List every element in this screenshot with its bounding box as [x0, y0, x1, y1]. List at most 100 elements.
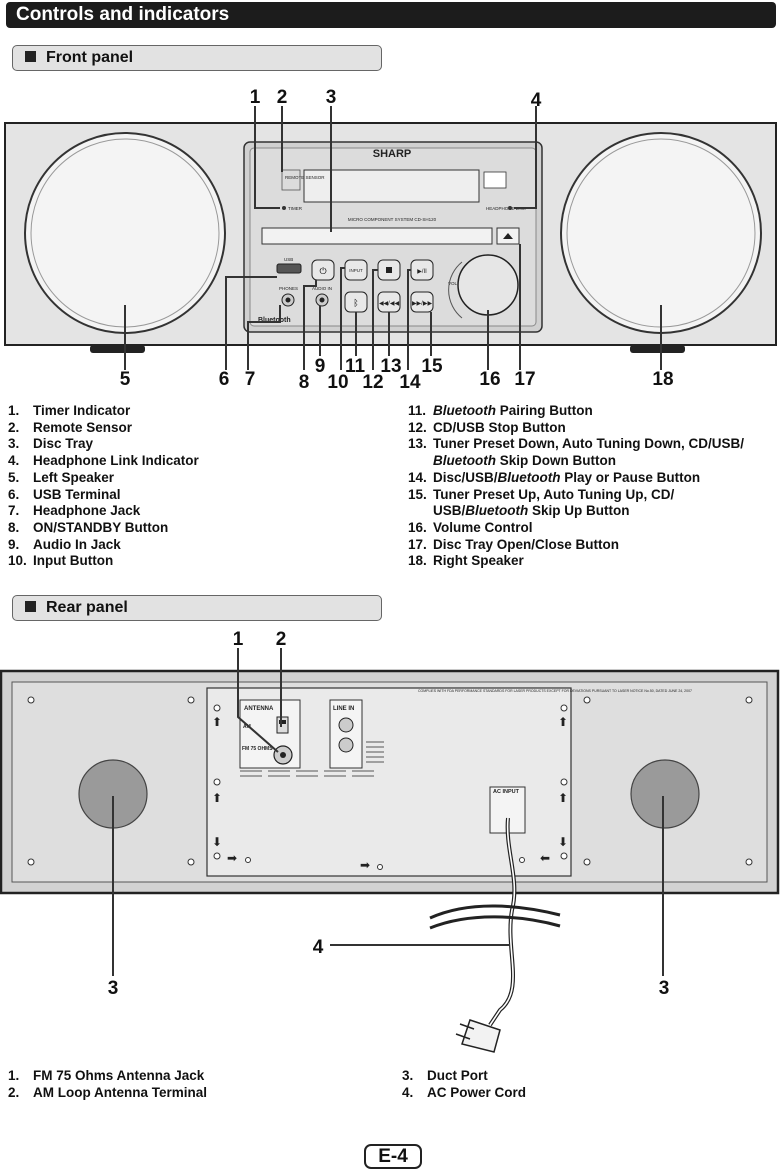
list-item-number: 17. [408, 536, 427, 552]
headphone-link-indicator [508, 206, 512, 210]
front-panel-heading-label: Front panel [46, 49, 134, 66]
list-item: 14.Disc/USB/Bluetooth Play or Pause Butt… [408, 470, 744, 487]
list-item: 1. FM 75 Ohms Antenna Jack [8, 1068, 207, 1085]
list-item: 16.Volume Control [408, 520, 744, 537]
list-item-text: Headphone Link Indicator [33, 453, 199, 469]
list-item: 4.Headphone Link Indicator [8, 453, 199, 470]
callout-16: 16 [479, 369, 500, 390]
list-item-text: Left Speaker [33, 469, 115, 485]
timer-label: TIMER [288, 206, 303, 211]
remote-sensor-label: REMOTE SENSOR [285, 175, 325, 180]
input-button [344, 259, 368, 281]
input-button-label: INPUT [349, 268, 363, 273]
am-terminal [276, 716, 289, 734]
antenna-label: ANTENNA [244, 706, 274, 712]
display-window [303, 169, 480, 203]
brand-logo: SHARP [373, 148, 412, 160]
ac-plug-icon [455, 1019, 501, 1053]
callout-4: 4 [531, 90, 542, 111]
svg-text:⬆: ⬆ [212, 791, 222, 805]
callout-5: 5 [120, 369, 131, 390]
list-item-number: 14. [408, 469, 427, 485]
front-panel-diagram: SHARP REMOTE SENSOR TIMER MICRO COMPONEN… [4, 87, 777, 393]
list-item-number: 12. [408, 419, 427, 435]
audio-in-label: AUDIO IN [312, 286, 332, 291]
list-item-text: AC Power Cord [427, 1084, 527, 1100]
list-item: 18. Right Speaker [408, 553, 744, 570]
list-item-text: USB/Bluetooth Skip Up Button [433, 503, 630, 519]
list-item-text: Right Speaker [433, 553, 524, 569]
bluetooth-icon: ᛒ [353, 298, 358, 308]
svg-text:⬇: ⬇ [212, 835, 222, 849]
bluetooth-logo: Bluetooth [258, 317, 291, 324]
stop-icon [386, 267, 392, 273]
list-item-number: 1. [8, 403, 20, 418]
list-item-number: 7. [8, 503, 20, 519]
list-item-text: Bluetooth Skip Down Button [433, 453, 616, 469]
svg-text:⬆: ⬆ [558, 715, 568, 729]
page-number: E-4 [364, 1144, 422, 1169]
list-item-number: 6. [8, 486, 20, 502]
list-item-number: 8. [8, 519, 20, 535]
usb-terminal [276, 263, 302, 274]
callout-7: 7 [245, 369, 256, 390]
vol-label: VOL [448, 281, 458, 286]
list-item-number: 4. [402, 1084, 414, 1100]
screws [27, 696, 753, 870]
right-duct-port [630, 759, 700, 829]
callout-9: 9 [315, 356, 326, 377]
callout-17: 17 [514, 369, 535, 390]
svg-text:⬆: ⬆ [558, 791, 568, 805]
callout-6: 6 [219, 369, 230, 390]
list-item: 13. Tuner Preset Down, Auto Tuning Down, … [408, 436, 744, 453]
list-item-number: 11. [408, 403, 427, 418]
list-item-text: Remote Sensor [33, 419, 133, 435]
list-item: 4. AC Power Cord [402, 1085, 526, 1102]
list-item-text: USB Terminal [33, 486, 121, 502]
list-item-number: 1. [8, 1068, 20, 1083]
list-item: USB/Bluetooth Skip Up Button [408, 503, 744, 520]
list-item: 7.Headphone Jack [8, 503, 199, 520]
list-item: Bluetooth Skip Down Button [408, 453, 744, 470]
list-item-text: ON/STANDBY Button [33, 519, 169, 535]
square-bullet-icon [25, 601, 36, 612]
list-item: 12. CD/USB Stop Button [408, 420, 744, 437]
rear-callout-3-left: 3 [108, 978, 119, 999]
list-item: 10.Input Button [8, 553, 199, 570]
rear-panel-heading: Rear panel [12, 595, 382, 621]
list-item-text: CD/USB Stop Button [433, 419, 566, 435]
skip-down-icon: ◀◀/◀◀ [379, 301, 400, 307]
line-in-l-jack [338, 717, 354, 733]
list-item-number: 10. [8, 553, 27, 569]
list-item-number: 3. [402, 1068, 414, 1083]
callout-3: 3 [326, 87, 337, 108]
disc-tray [261, 227, 493, 245]
front-leader-lines [124, 106, 662, 370]
usb-label: USB [284, 257, 293, 262]
ac-input-label: AC INPUT [493, 789, 520, 795]
timer-indicator [282, 206, 286, 210]
compliance-label: COMPLIES WITH FDA PERFORMANCE STANDARDS … [418, 689, 692, 693]
callout-15: 15 [421, 356, 443, 377]
disc-logo-icon [483, 171, 507, 189]
svg-text:➡: ➡ [227, 851, 237, 865]
callout-12: 12 [362, 372, 383, 393]
list-item-number: 13. [408, 436, 427, 452]
power-button [311, 259, 335, 281]
callout-10: 10 [327, 372, 348, 393]
line-in-r-jack [338, 737, 354, 753]
rear-callout-2: 2 [276, 629, 287, 650]
list-item-number: 5. [8, 469, 20, 485]
list-item: 5. Left Speaker [8, 470, 199, 487]
left-foot [90, 345, 145, 353]
list-item-text: FM 75 Ohms Antenna Jack [33, 1068, 205, 1083]
list-item-text: Volume Control [433, 519, 533, 535]
line-in-label: LINE IN [333, 706, 354, 712]
list-item-number: 18. [408, 553, 427, 569]
list-item-text: Tuner Preset Down, Auto Tuning Down, CD/… [433, 436, 744, 452]
svg-text:⬇: ⬇ [558, 835, 568, 849]
rear-callout-3-right: 3 [659, 978, 670, 999]
list-item-number: 15. [408, 486, 427, 502]
